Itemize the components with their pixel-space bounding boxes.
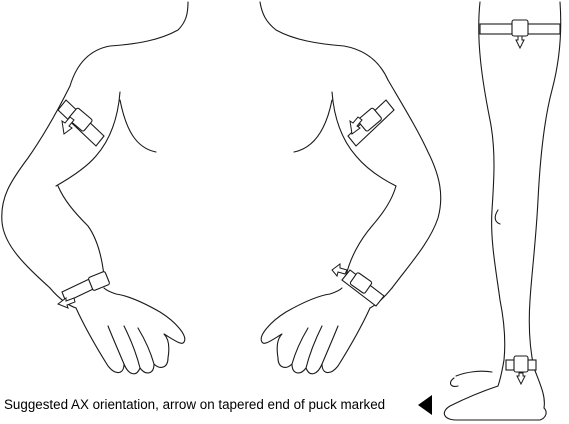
arrow-icon xyxy=(332,264,347,276)
arrow-icon xyxy=(62,117,74,134)
triangle-marker-icon xyxy=(418,395,432,415)
ankle-strap xyxy=(506,356,536,384)
arrow-icon xyxy=(516,36,524,48)
upper-arm-strap xyxy=(348,100,394,146)
leg-figure xyxy=(444,2,560,420)
upper-arm-strap xyxy=(58,100,104,146)
arrow-icon xyxy=(517,373,525,384)
left-arm-figure xyxy=(2,2,188,374)
waist-strap xyxy=(480,20,560,48)
wrist-strap xyxy=(332,264,384,306)
wrist-strap xyxy=(58,271,110,308)
middle-arm-figure xyxy=(260,2,441,374)
caption-text: Suggested AX orientation, arrow on taper… xyxy=(4,397,385,412)
